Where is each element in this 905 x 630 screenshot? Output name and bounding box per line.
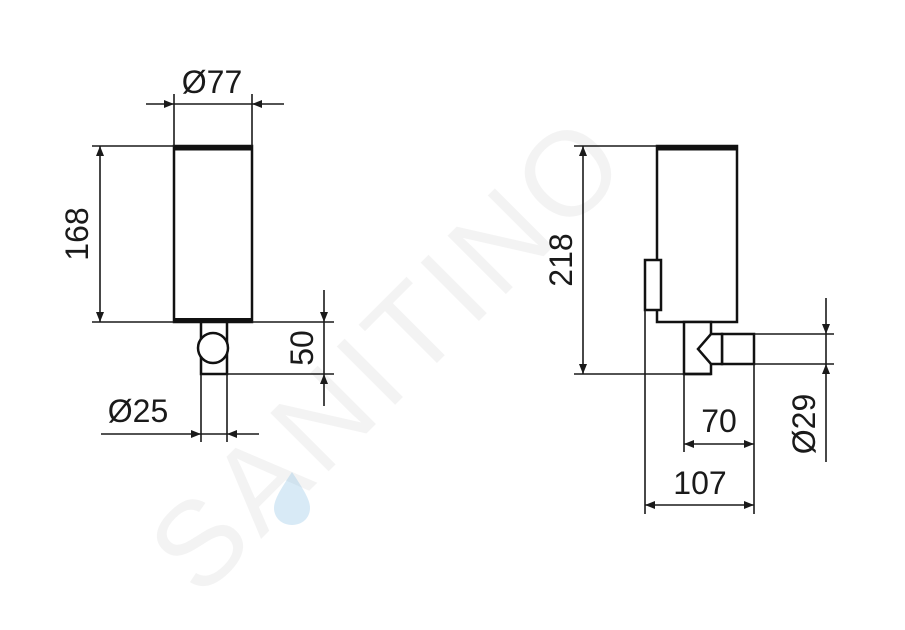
side-nozzle-connector (696, 332, 724, 366)
front-outlet-diameter-label: Ø25 (108, 393, 168, 429)
side-outlet-diameter-label: Ø29 (786, 394, 822, 454)
side-view: 218 Ø29 70 107 (543, 144, 834, 514)
side-body (655, 144, 739, 324)
front-view: Ø77 168 50 Ø25 (59, 64, 334, 442)
side-outlet-length-label: 70 (701, 403, 737, 439)
side-outlet-pipe (720, 332, 756, 366)
front-outlet-offset-label: 50 (284, 330, 320, 366)
side-depth-label: 107 (673, 465, 726, 501)
watermark-drop-icon (274, 472, 310, 525)
side-height-label: 218 (543, 233, 579, 286)
front-outlet-circle (196, 331, 230, 365)
front-height-label: 168 (59, 207, 95, 260)
side-wall-bracket (643, 258, 663, 312)
front-body (172, 144, 254, 324)
front-width-label: Ø77 (182, 64, 242, 100)
